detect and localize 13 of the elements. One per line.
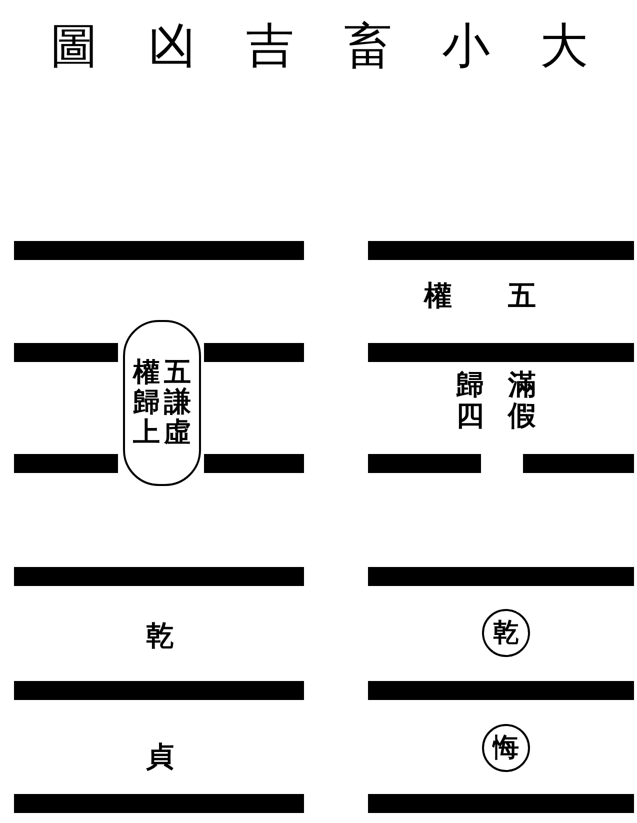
character-label: 五 [508, 282, 536, 310]
vertical-text: 五謙虛 [164, 358, 191, 448]
character-label: 權 [424, 282, 452, 310]
title: 圖凶吉畜小大 [49, 18, 637, 76]
circle-node [482, 609, 530, 657]
character-label: 貞 [146, 743, 174, 771]
circled-character: 悔 [493, 735, 519, 761]
vertical-text: 歸四 [456, 370, 484, 432]
character-label: 乾 [146, 622, 174, 650]
vertical-text: 權歸上 [133, 358, 160, 448]
circle-node [482, 724, 530, 772]
circled-character: 乾 [493, 620, 519, 646]
vertical-text: 滿假 [508, 370, 536, 432]
